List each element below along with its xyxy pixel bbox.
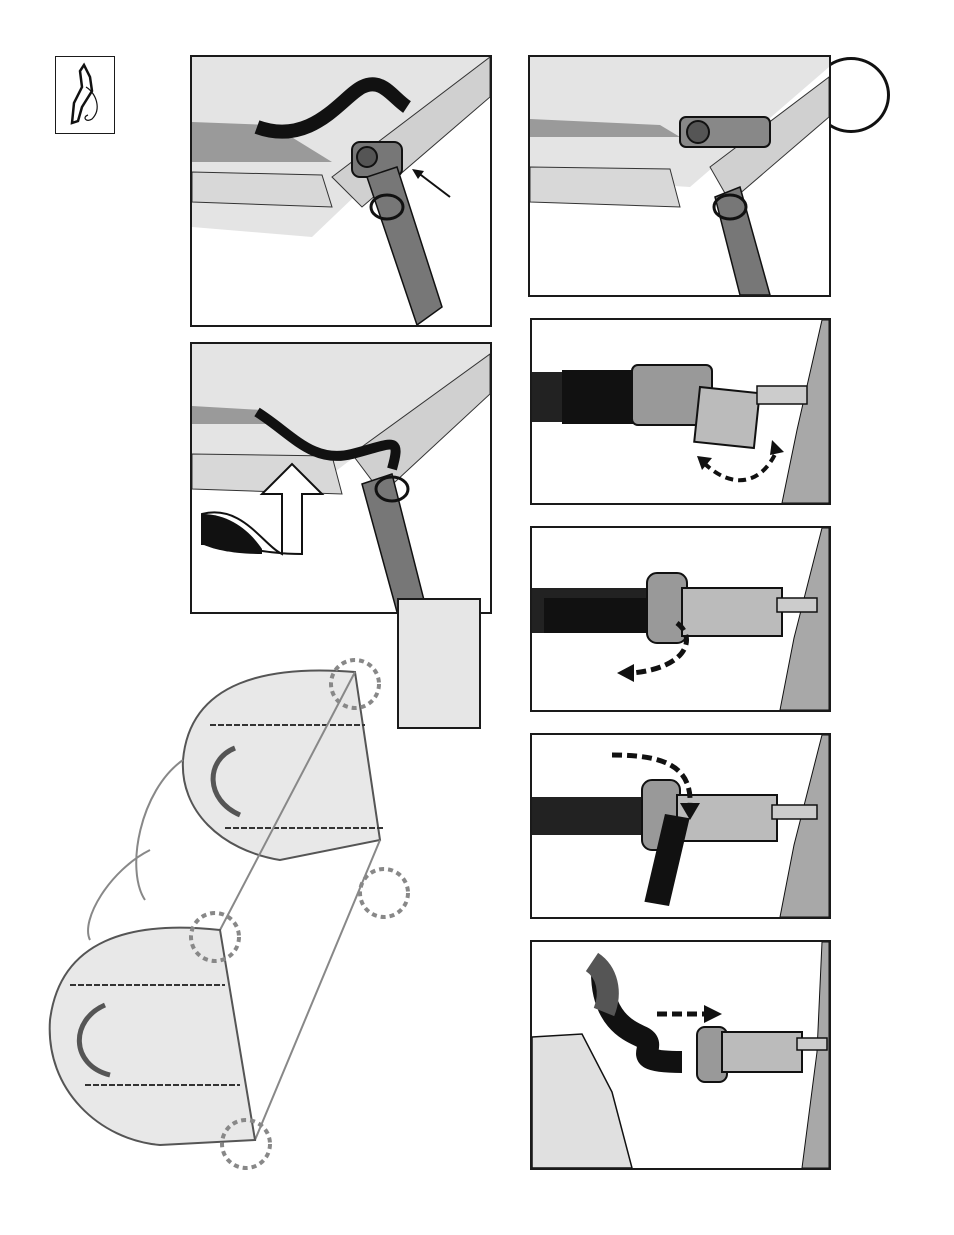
panel-ratchet-release [530,526,831,712]
panel-ratchet-tightened [528,55,831,297]
panel-ratchet-feed [530,733,831,919]
right-arrow-icon [657,1005,722,1023]
panel-strap-attached [190,55,492,327]
panel-strap-pull-through [530,940,831,1170]
dashed-circle-callout-icon [360,869,408,917]
wrench-hand-icon [56,57,114,133]
panel-ratchet-open-close [530,318,831,505]
tool-icon-box [55,56,115,134]
panel-strap-fold [190,342,492,614]
frame-overview [40,650,420,1180]
